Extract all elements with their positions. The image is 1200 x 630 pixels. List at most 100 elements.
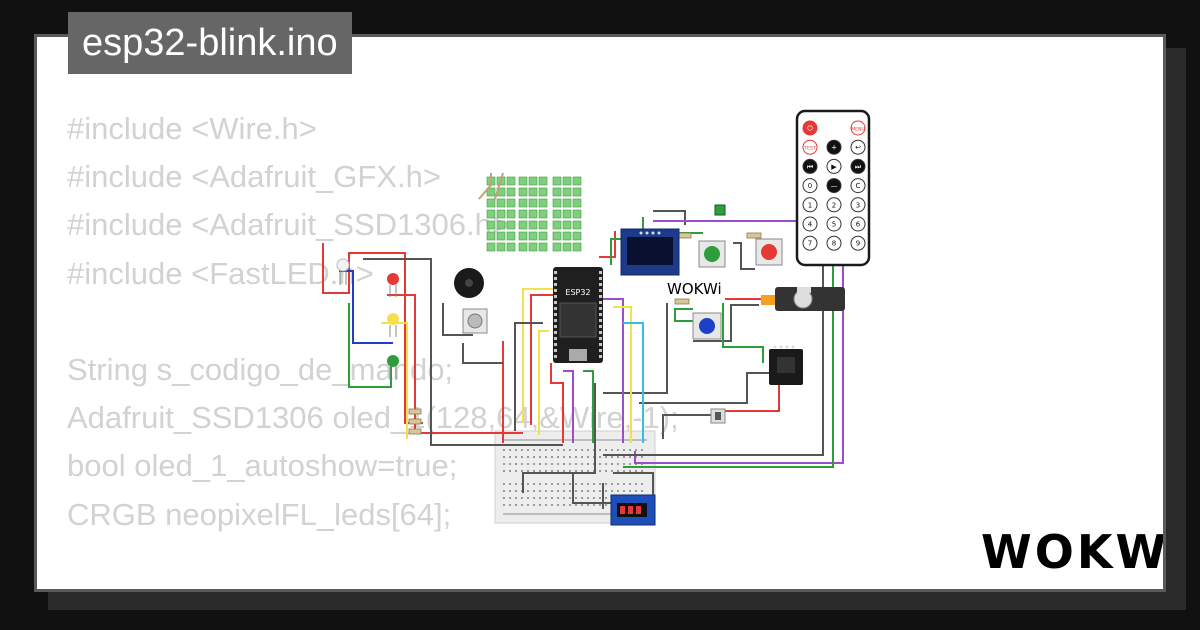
remote-button-label: 2 [832, 201, 836, 209]
remote-button[interactable]: 7 [802, 235, 818, 251]
remote-button-label: ↩ [855, 144, 861, 152]
led-yellow [387, 313, 399, 337]
matrix-pixel [528, 198, 538, 208]
file-title: esp32-blink.ino [68, 12, 352, 74]
breadboard-hole [551, 497, 553, 499]
matrix-pixel [562, 231, 572, 241]
breadboard-hole [629, 449, 631, 451]
esp32-pin [554, 289, 557, 292]
breadboard-hole [593, 497, 595, 499]
esp32-pin [554, 301, 557, 304]
breadboard-hole [581, 449, 583, 451]
remote-button[interactable]: TEST [802, 139, 818, 155]
matrix-pixel [562, 187, 572, 197]
breadboard-hole [533, 490, 535, 492]
inline-wokwi-logo: WOKWi [667, 280, 722, 298]
breadboard-hole [527, 497, 529, 499]
breadboard-hole [599, 497, 601, 499]
esp32-pin [599, 289, 602, 292]
pushbutton-blue [692, 312, 722, 340]
breadboard-hole [575, 504, 577, 506]
remote-button[interactable]: 4 [802, 216, 818, 232]
breadboard-hole [551, 463, 553, 465]
breadboard-hole [545, 497, 547, 499]
matrix-pixel [506, 231, 516, 241]
remote-button[interactable]: 6 [850, 216, 866, 232]
esp32-pin [554, 343, 557, 346]
breadboard-hole [545, 490, 547, 492]
remote-button[interactable]: C [850, 178, 866, 194]
matrix-pixel [538, 198, 548, 208]
matrix-pixel [572, 231, 582, 241]
breadboard-hole [575, 463, 577, 465]
remote-button-label: 0 [808, 182, 812, 190]
matrix-pixel [496, 209, 506, 219]
breadboard-hole [551, 490, 553, 492]
breadboard-hole [641, 470, 643, 472]
remote-button-label: C [856, 182, 861, 190]
matrix-pixel [506, 198, 516, 208]
breadboard-hole [599, 463, 601, 465]
remote-button-label: ⏭ [855, 163, 862, 171]
matrix-pixel [572, 176, 582, 186]
breadboard-hole [611, 470, 613, 472]
breadboard-hole [515, 449, 517, 451]
breadboard-hole [581, 463, 583, 465]
remote-button[interactable]: ⏭ [850, 158, 866, 174]
matrix-pixel [496, 242, 506, 252]
breadboard-hole [533, 463, 535, 465]
breadboard-hole [587, 490, 589, 492]
matrix-pixel [572, 198, 582, 208]
remote-button[interactable]: ↩ [850, 139, 866, 155]
breadboard-hole [551, 456, 553, 458]
remote-button[interactable]: 3 [850, 197, 866, 213]
remote-button[interactable]: 8 [826, 235, 842, 251]
breadboard-hole [575, 483, 577, 485]
breadboard-hole [539, 470, 541, 472]
matrix-pixel [562, 176, 572, 186]
remote-button[interactable]: ⏮ [802, 158, 818, 174]
esp32-pin [599, 355, 602, 358]
breadboard-hole [581, 483, 583, 485]
remote-button[interactable]: + [826, 139, 842, 155]
esp32-pin [599, 295, 602, 298]
code-line: String s_codigo_de_mando; [67, 352, 454, 388]
remote-button[interactable]: 1 [802, 197, 818, 213]
remote-button-label: ▶ [831, 163, 837, 171]
breadboard-hole [557, 463, 559, 465]
esp32-pin [554, 349, 557, 352]
breadboard-hole [563, 463, 565, 465]
breadboard-hole [533, 504, 535, 506]
esp32-label: ESP32 [565, 288, 590, 297]
breadboard-hole [569, 490, 571, 492]
esp32-pin [599, 313, 602, 316]
matrix-pixel [518, 187, 528, 197]
remote-button[interactable]: MENU [850, 120, 866, 136]
breadboard-hole [503, 490, 505, 492]
esp32-pin [554, 331, 557, 334]
breadboard-hole [509, 504, 511, 506]
remote-button[interactable]: 5 [826, 216, 842, 232]
remote-button[interactable]: 2 [826, 197, 842, 213]
preview-card: #include <Wire.h> #include <Adafruit_GFX… [34, 34, 1166, 592]
matrix-pixel [552, 242, 562, 252]
remote-button[interactable]: — [826, 178, 842, 194]
breadboard-hole [581, 497, 583, 499]
esp32-pin [599, 331, 602, 334]
esp32-pin [554, 307, 557, 310]
matrix-pixel [506, 187, 516, 197]
esp32-pin [554, 325, 557, 328]
led-white [336, 258, 350, 285]
matrix-pixel [552, 187, 562, 197]
breadboard-hole [557, 490, 559, 492]
seven-segment-module [610, 494, 656, 526]
breadboard-hole [515, 497, 517, 499]
breadboard-hole [569, 497, 571, 499]
remote-button[interactable]: 0 [802, 178, 818, 194]
breadboard-hole [587, 483, 589, 485]
breadboard-hole [641, 483, 643, 485]
remote-button[interactable]: ▶ [826, 158, 842, 174]
remote-button[interactable]: ⏻ [802, 120, 818, 136]
remote-button[interactable]: 9 [850, 235, 866, 251]
breadboard-hole [635, 449, 637, 451]
